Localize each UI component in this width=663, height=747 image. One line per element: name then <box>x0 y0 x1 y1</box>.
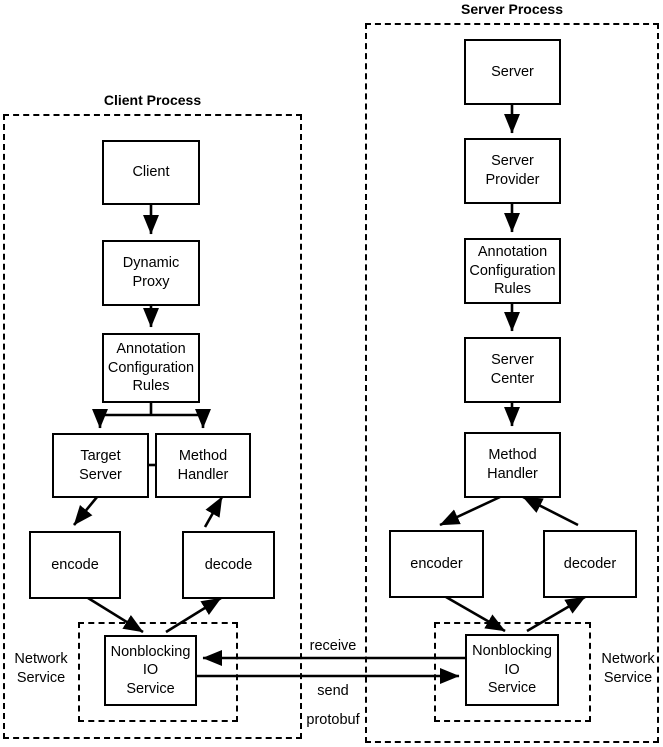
server-node-server-provider[interactable]: Server Provider <box>464 138 561 204</box>
protobuf-label: protobuf <box>306 712 360 728</box>
server-network-service-label: Network Service <box>601 651 655 686</box>
server-process-boundary <box>365 23 659 743</box>
server-node-server[interactable]: Server <box>464 39 561 105</box>
server-node-encoder[interactable]: encoder <box>389 530 484 598</box>
client-node-decode[interactable]: decode <box>182 531 275 599</box>
client-node-target-server[interactable]: Target Server <box>52 433 149 498</box>
server-process-title: Server Process <box>461 1 563 17</box>
server-node-server-center[interactable]: Server Center <box>464 337 561 403</box>
client-node-annotation-configuration-rules[interactable]: Annotation Configuration Rules <box>102 333 200 403</box>
client-node-nonblocking-io-service[interactable]: Nonblocking IO Service <box>104 635 197 706</box>
server-node-decoder[interactable]: decoder <box>543 530 637 598</box>
server-node-annotation-configuration-rules[interactable]: Annotation Configuration Rules <box>464 238 561 304</box>
client-node-dynamic-proxy[interactable]: Dynamic Proxy <box>102 240 200 306</box>
receive-label: receive <box>309 638 357 654</box>
server-node-method-handler[interactable]: Method Handler <box>464 432 561 498</box>
send-label: send <box>317 683 349 699</box>
client-process-title: Client Process <box>103 92 202 108</box>
client-network-service-label: Network Service <box>14 651 68 686</box>
client-network-service-boundary <box>78 622 238 722</box>
client-process-boundary <box>3 114 302 739</box>
client-node-encode[interactable]: encode <box>29 531 121 599</box>
client-node-method-handler[interactable]: Method Handler <box>155 433 251 498</box>
server-node-nonblocking-io-service[interactable]: Nonblocking IO Service <box>465 634 559 706</box>
client-node-client[interactable]: Client <box>102 140 200 205</box>
server-network-service-boundary <box>434 622 591 722</box>
